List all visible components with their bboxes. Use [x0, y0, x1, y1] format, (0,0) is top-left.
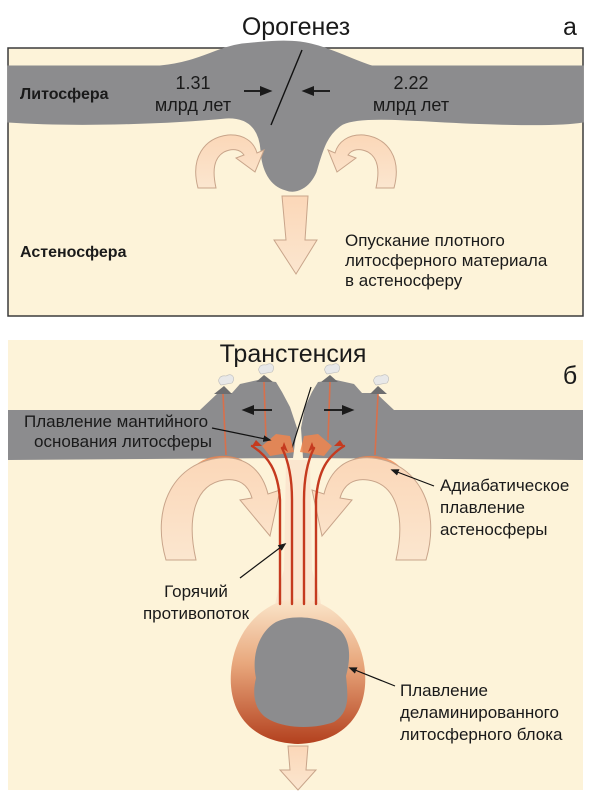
left-age-unit: млрд лет — [155, 95, 231, 115]
panel-b: Транстенсия б Плавление мантийного основ… — [8, 340, 583, 790]
panel-a: Орогенез а Литосфера Астеносфера 1.31 мл… — [8, 13, 583, 316]
block-melting-line-3: литосферного блока — [400, 725, 563, 744]
panel-b-letter: б — [563, 362, 577, 390]
hot-counterflow-line-1: Горячий — [164, 582, 228, 601]
mantle-melting-line-1: Плавление мантийного — [24, 412, 208, 431]
left-age-value: 1.31 — [175, 73, 210, 93]
sinking-note-line-1: Опускание плотного — [345, 231, 505, 250]
sinking-note-line-2: литосферного материала — [345, 251, 548, 270]
panel-a-title: Орогенез — [242, 13, 350, 41]
block-melting-line-2: деламинированного — [400, 703, 559, 722]
right-age-unit: млрд лет — [373, 95, 449, 115]
lithosphere-label: Литосфера — [20, 86, 109, 103]
panel-b-title: Транстенсия — [220, 340, 367, 368]
hot-counterflow-line-2: противопоток — [143, 604, 250, 623]
sinking-note-line-3: в астеносферу — [345, 271, 463, 290]
block-melting-line-1: Плавление — [400, 681, 488, 700]
asthenosphere-label: Астеносфера — [20, 244, 127, 261]
adiabatic-melting-line-3: астеносферы — [440, 520, 547, 539]
right-age-value: 2.22 — [393, 73, 428, 93]
adiabatic-melting-line-2: плавление — [440, 498, 525, 517]
mantle-melting-line-2: основания литосферы — [34, 432, 212, 451]
delaminated-block — [254, 617, 349, 727]
panel-a-letter: а — [563, 13, 577, 41]
adiabatic-melting-line-1: Адиабатическое — [440, 476, 569, 495]
